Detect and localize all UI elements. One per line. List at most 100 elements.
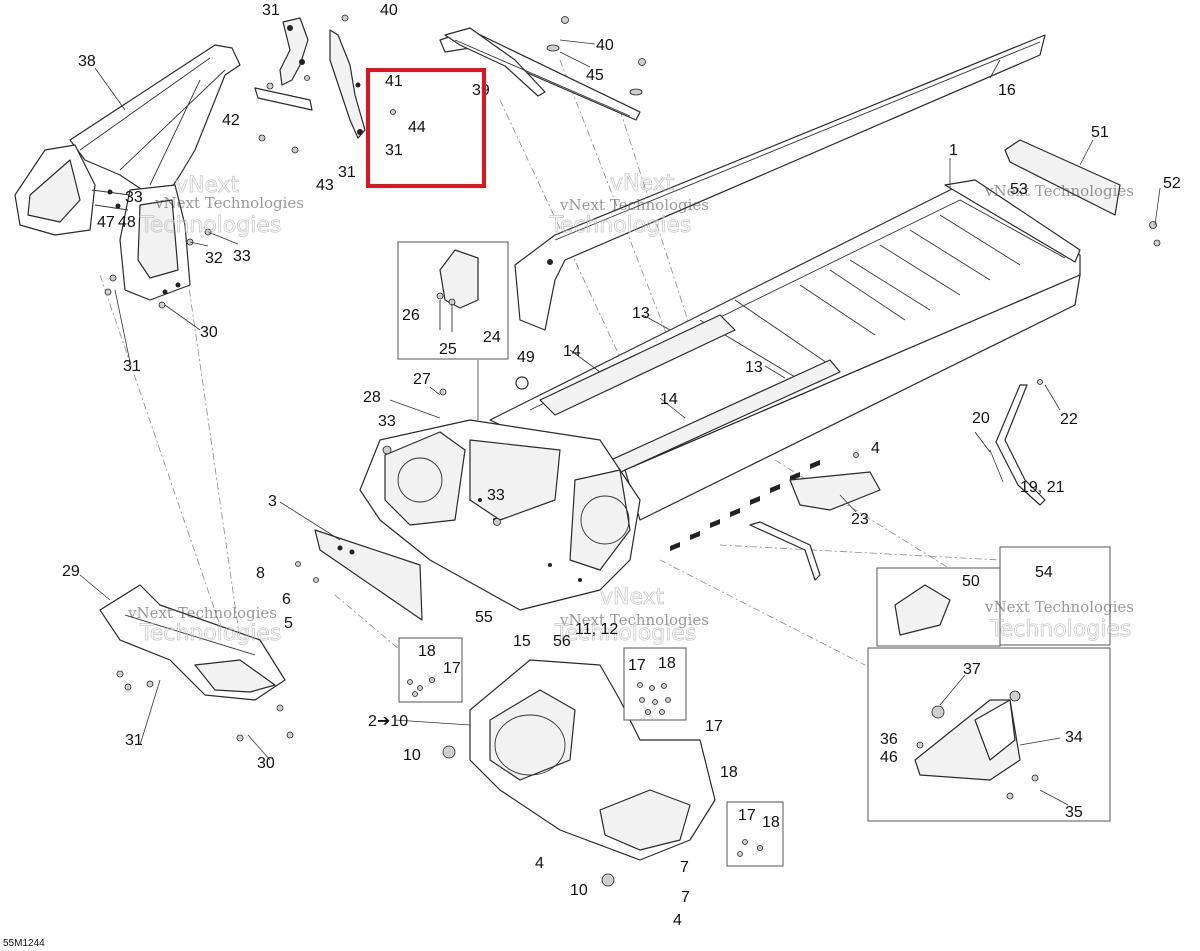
callout-49: 49 [517, 349, 535, 366]
callout-17: 17 [705, 718, 723, 735]
callout-28: 28 [363, 389, 381, 406]
callout-41: 41 [385, 73, 403, 90]
svg-text:vNext Technologies: vNext Technologies [127, 604, 277, 622]
callout-13: 13 [745, 359, 763, 376]
callout-33: 33 [125, 189, 143, 206]
callout-32: 32 [205, 250, 223, 267]
callout-4: 4 [871, 440, 880, 457]
callout-39: 39 [472, 82, 490, 99]
callout-20: 20 [972, 410, 990, 427]
callout-18: 18 [418, 643, 436, 660]
callout-10: 10 [570, 882, 588, 899]
callout-53: 53 [1010, 181, 1028, 198]
callout-7b: 7 [681, 889, 690, 906]
callout-24: 24 [483, 329, 501, 346]
callout-52: 52 [1163, 175, 1181, 192]
callout-14: 14 [563, 343, 581, 360]
callout-4: 4 [673, 912, 682, 929]
callout-11-12: 11, 12 [575, 621, 618, 638]
callout-31: 31 [123, 358, 141, 375]
callout-26: 26 [402, 307, 420, 324]
callout-13: 13 [632, 305, 650, 322]
callout-27: 27 [413, 371, 431, 388]
svg-text:vNext: vNext [610, 171, 675, 196]
right-insets [867, 546, 1111, 822]
callout-50: 50 [962, 573, 980, 590]
svg-text:Technologies: Technologies [549, 213, 691, 238]
callout-40: 40 [596, 37, 614, 54]
callout-17: 17 [443, 660, 461, 677]
callout-55: 55 [475, 609, 493, 626]
callout-34: 34 [1065, 729, 1083, 746]
callout-31: 31 [338, 164, 356, 181]
callout-1: 1 [949, 142, 958, 159]
callout-40: 40 [380, 2, 398, 19]
callout-15: 15 [513, 633, 531, 650]
callout-10: 10 [403, 747, 421, 764]
callout-18: 18 [762, 814, 780, 831]
tunnel-slots [670, 460, 820, 551]
callout-17: 17 [628, 657, 646, 674]
lower-front-frame [442, 659, 716, 887]
callout-54: 54 [1035, 564, 1053, 581]
svg-text:vNext Technologies: vNext Technologies [984, 598, 1134, 616]
callout-2-10: 2➔10 [368, 713, 408, 730]
front-rail-plate [295, 529, 423, 621]
tunnel [489, 179, 1081, 551]
callout-43: 43 [316, 177, 334, 194]
callout-37: 37 [963, 661, 981, 678]
heat-exchanger [514, 34, 1046, 331]
callout-31: 31 [125, 732, 143, 749]
svg-text:vNext: vNext [175, 173, 240, 198]
callout-3: 3 [268, 493, 277, 510]
callout-33: 33 [378, 413, 396, 430]
svg-text:Technologies: Technologies [554, 621, 696, 646]
callout-46: 46 [880, 749, 898, 766]
svg-text:vNext: vNext [600, 585, 665, 610]
upper-column-brackets [254, 14, 396, 154]
callout-17: 17 [738, 807, 756, 824]
callout-14: 14 [660, 391, 678, 408]
lower-bracket-left [99, 584, 294, 742]
grommet-49 [515, 376, 529, 390]
callout-25: 25 [439, 341, 457, 358]
callout-6: 6 [282, 591, 291, 608]
callout-36: 36 [880, 731, 898, 748]
callout-33: 33 [233, 248, 251, 265]
callout-5: 5 [284, 615, 293, 632]
callout-45: 45 [586, 67, 604, 84]
svg-text:vNext Technologies: vNext Technologies [984, 182, 1134, 200]
callout-16: 16 [998, 82, 1016, 99]
callout-56: 56 [553, 633, 571, 650]
inset-bracket-24-26 [397, 241, 509, 420]
callout-18: 18 [720, 764, 738, 781]
callout-30: 30 [200, 324, 218, 341]
svg-text:vNext Technologies: vNext Technologies [559, 196, 709, 214]
callout-22: 22 [1060, 411, 1078, 428]
watermarks: vNext Technologies vNext Technologies vN… [127, 171, 1134, 647]
callout-44: 44 [408, 119, 426, 136]
steering-support-frame [14, 44, 241, 309]
callout-18: 18 [658, 655, 676, 672]
hardware-insets [398, 637, 784, 867]
svg-text:Technologies: Technologies [139, 213, 281, 238]
svg-text:vNext Technologies: vNext Technologies [154, 194, 304, 212]
front-frame [359, 388, 641, 611]
callout-48: 48 [118, 214, 136, 231]
callout-38: 38 [78, 53, 96, 70]
callout-31: 31 [385, 142, 403, 159]
callout-42: 42 [222, 112, 240, 129]
steering-column [439, 16, 646, 121]
svg-text:Technologies: Technologies [139, 621, 281, 646]
callout-8: 8 [256, 565, 265, 582]
leader-lines [79, 39, 1161, 806]
svg-text:Technologies: Technologies [989, 617, 1131, 642]
callout-29: 29 [62, 563, 80, 580]
callout-7: 7 [680, 859, 689, 876]
callout-4: 4 [535, 855, 544, 872]
highlight-box [366, 68, 486, 188]
callout-47: 47 [97, 214, 115, 231]
callout-19-21: 19, 21 [1020, 479, 1065, 496]
callout-31: 31 [262, 2, 280, 19]
